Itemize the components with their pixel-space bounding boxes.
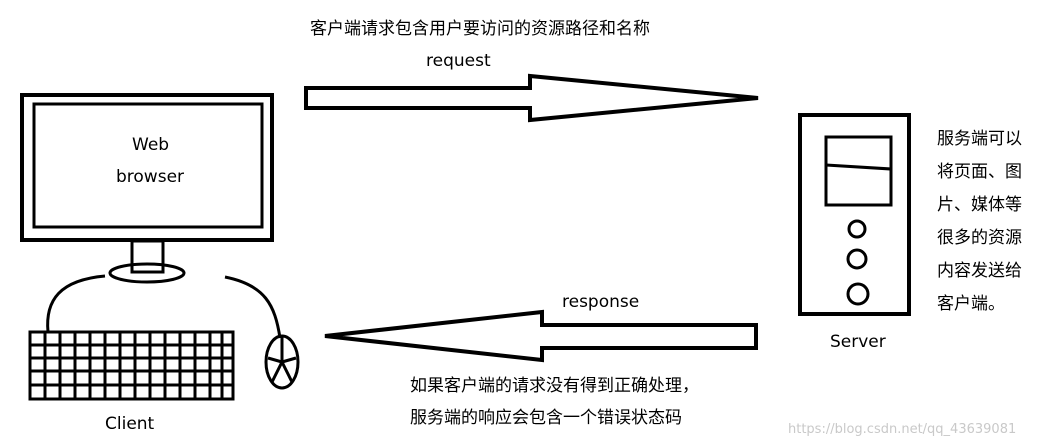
- server-description-line: 片、媒体等: [937, 195, 1022, 215]
- mouse-icon: [264, 334, 300, 390]
- server-description-line: 客户端。: [937, 294, 1005, 314]
- cables: [46, 274, 282, 339]
- server-tower-icon: [798, 113, 911, 316]
- client-label: Client: [105, 414, 155, 434]
- server-description-line: 将页面、图: [937, 162, 1022, 182]
- watermark: https://blog.csdn.net/qq_43639081: [788, 422, 1017, 437]
- server-description-line: 很多的资源: [937, 228, 1022, 248]
- server-label: Server: [830, 332, 886, 352]
- keyboard-icon: [28, 330, 235, 401]
- response-label: response: [562, 292, 640, 312]
- server-description-line: 服务端可以: [937, 129, 1022, 149]
- server-description: 服务端可以 将页面、图 片、媒体等 很多的资源 内容发送给 客户端。: [937, 123, 1022, 321]
- response-description-line2: 服务端的响应会包含一个错误状态码: [410, 408, 682, 428]
- request-label: request: [426, 51, 491, 71]
- response-description-line1: 如果客户端的请求没有得到正确处理，: [410, 376, 699, 396]
- response-arrow-icon: [324, 309, 758, 363]
- server-description-line: 内容发送给: [937, 261, 1022, 281]
- web-browser-label-line1: Web: [132, 135, 170, 155]
- request-arrow-icon: [304, 73, 759, 123]
- web-browser-label-line2: browser: [116, 167, 185, 187]
- monitor-icon: [20, 93, 274, 284]
- request-description: 客户端请求包含用户要访问的资源路径和名称: [310, 19, 650, 39]
